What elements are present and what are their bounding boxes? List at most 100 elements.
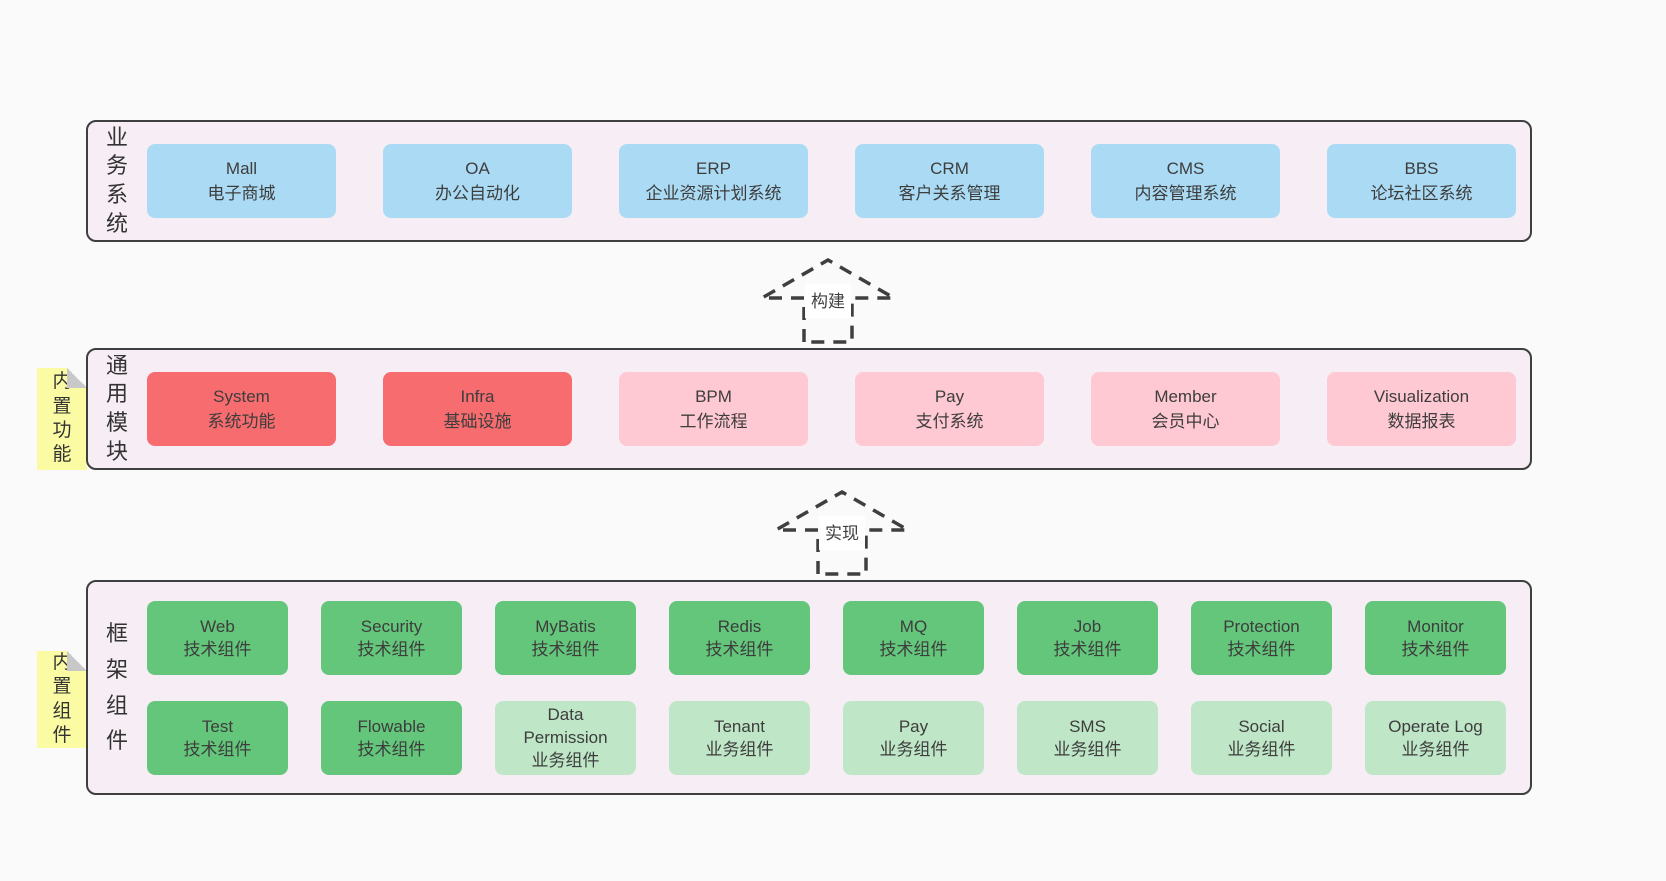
box-subtitle: 技术组件: [183, 739, 252, 759]
box-subtitle: 论坛社区系统: [1370, 184, 1473, 203]
box-mall: Mall 电子商城: [147, 144, 336, 218]
box-title: CMS: [1166, 159, 1205, 178]
box-title: Operate Log: [1388, 716, 1483, 736]
box-test: Test 技术组件: [147, 700, 288, 775]
box-subtitle: 数据报表: [1387, 412, 1456, 431]
components-row-1: Web 技术组件 Security 技术组件 MyBatis 技术组件 Redi…: [147, 600, 1506, 675]
box-system: System 系统功能: [147, 372, 336, 446]
box-job: Job 技术组件: [1017, 600, 1158, 675]
box-title: Visualization: [1373, 387, 1470, 406]
business-boxes-row: Mall 电子商城 OA 办公自动化 ERP 企业资源计划系统 CRM 客户关系…: [146, 122, 1530, 240]
components-boxes-area: Web 技术组件 Security 技术组件 MyBatis 技术组件 Redi…: [146, 582, 1530, 793]
box-subtitle: 基础设施: [443, 412, 512, 431]
layer-common-modules: 通用模块 System 系统功能 Infra 基础设施 BPM 工作流程 Pay…: [86, 348, 1532, 470]
box-subtitle: 业务组件: [705, 739, 774, 759]
layer-label-framework-components: 框架组件: [88, 582, 146, 793]
box-title: BPM: [695, 387, 732, 406]
box-title: MQ: [899, 616, 928, 636]
box-security: Security 技术组件: [321, 600, 462, 675]
box-subtitle: 业务组件: [531, 751, 600, 770]
box-pay-component: Pay 业务组件: [843, 700, 984, 775]
box-subtitle: 企业资源计划系统: [645, 184, 782, 203]
box-title: Infra: [460, 387, 495, 406]
box-subtitle: 内容管理系统: [1134, 184, 1237, 203]
box-subtitle: 业务组件: [1053, 739, 1122, 759]
box-erp: ERP 企业资源计划系统: [619, 144, 808, 218]
box-subtitle: 业务组件: [1227, 739, 1296, 759]
box-social: Social 业务组件: [1191, 700, 1332, 775]
box-subtitle: 会员中心: [1151, 412, 1220, 431]
box-title: MyBatis: [535, 616, 596, 636]
box-title: ERP: [696, 159, 731, 178]
box-tenant: Tenant 业务组件: [669, 700, 810, 775]
box-operate-log: Operate Log 业务组件: [1365, 700, 1506, 775]
box-subtitle: 业务组件: [1401, 739, 1470, 759]
box-title: Data Permission: [523, 705, 608, 747]
folded-corner-icon: [67, 651, 87, 671]
components-row-2: Test 技术组件 Flowable 技术组件 Data Permission …: [147, 700, 1506, 775]
layer-label-text: 通用模块: [105, 352, 128, 464]
sticky-note-label: 内置组件: [52, 651, 72, 746]
box-cms: CMS 内容管理系统: [1091, 144, 1280, 218]
box-title: Pay: [898, 716, 929, 736]
box-title: OA: [465, 159, 490, 178]
box-bbs: BBS 论坛社区系统: [1327, 144, 1516, 218]
box-data-permission: Data Permission 业务组件: [495, 700, 636, 775]
layer-business-systems: 业务系统 Mall 电子商城 OA 办公自动化 ERP 企业资源计划系统 CRM…: [86, 120, 1532, 242]
box-title: Pay: [934, 387, 965, 406]
box-flowable: Flowable 技术组件: [321, 700, 462, 775]
layer-framework-components: 框架组件 Web 技术组件 Security 技术组件 MyBatis 技术组件…: [86, 580, 1532, 795]
box-title: CRM: [930, 159, 969, 178]
box-title: Test: [201, 716, 234, 736]
box-infra: Infra 基础设施: [383, 372, 572, 446]
box-redis: Redis 技术组件: [669, 600, 810, 675]
box-title: Monitor: [1407, 616, 1464, 636]
build-arrow-icon: 构建: [758, 257, 898, 344]
box-subtitle: 支付系统: [915, 412, 984, 431]
implement-arrow-icon: 实现: [772, 489, 912, 576]
box-member: Member 会员中心: [1091, 372, 1280, 446]
box-title: Mall: [225, 159, 258, 178]
box-monitor: Monitor 技术组件: [1365, 600, 1506, 675]
box-subtitle: 系统功能: [207, 412, 276, 431]
box-title: BBS: [1404, 159, 1439, 178]
box-bpm: BPM 工作流程: [619, 372, 808, 446]
layer-label-text: 框架组件: [105, 621, 128, 754]
box-title: Member: [1154, 387, 1217, 406]
build-arrow-label: 构建: [811, 292, 845, 311]
box-subtitle: 技术组件: [183, 639, 252, 659]
box-title: Security: [360, 616, 423, 636]
implement-arrow-label: 实现: [825, 524, 859, 543]
box-mq: MQ 技术组件: [843, 600, 984, 675]
box-oa: OA 办公自动化: [383, 144, 572, 218]
box-visualization: Visualization 数据报表: [1327, 372, 1516, 446]
box-subtitle: 业务组件: [879, 739, 948, 759]
box-subtitle: 办公自动化: [435, 184, 520, 203]
box-title: Social: [1238, 716, 1285, 736]
box-pay: Pay 支付系统: [855, 372, 1044, 446]
box-subtitle: 技术组件: [879, 639, 948, 659]
box-subtitle: 技术组件: [1227, 639, 1296, 659]
layer-label-text: 业务系统: [105, 124, 128, 236]
layer-label-business-systems: 业务系统: [88, 122, 146, 240]
box-subtitle: 技术组件: [1401, 639, 1470, 659]
box-subtitle: 工作流程: [679, 412, 748, 431]
box-mybatis: MyBatis 技术组件: [495, 600, 636, 675]
box-subtitle: 技术组件: [531, 639, 600, 659]
box-title: Flowable: [357, 716, 426, 736]
box-title: Web: [200, 616, 235, 636]
box-subtitle: 客户关系管理: [898, 184, 1001, 203]
box-protection: Protection 技术组件: [1191, 600, 1332, 675]
folded-corner-icon: [67, 368, 87, 388]
sticky-note-built-in-components: 内置组件: [37, 651, 87, 748]
box-subtitle: 技术组件: [705, 639, 774, 659]
box-title: SMS: [1069, 716, 1106, 736]
box-subtitle: 技术组件: [1053, 639, 1122, 659]
box-title: Protection: [1223, 616, 1300, 636]
box-title: Tenant: [713, 716, 766, 736]
box-title: System: [213, 387, 270, 406]
sticky-note-built-in-features: 内置功能: [37, 368, 87, 470]
box-web: Web 技术组件: [147, 600, 288, 675]
sticky-note-label: 内置功能: [52, 371, 72, 466]
layer-label-common-modules: 通用模块: [88, 350, 146, 468]
